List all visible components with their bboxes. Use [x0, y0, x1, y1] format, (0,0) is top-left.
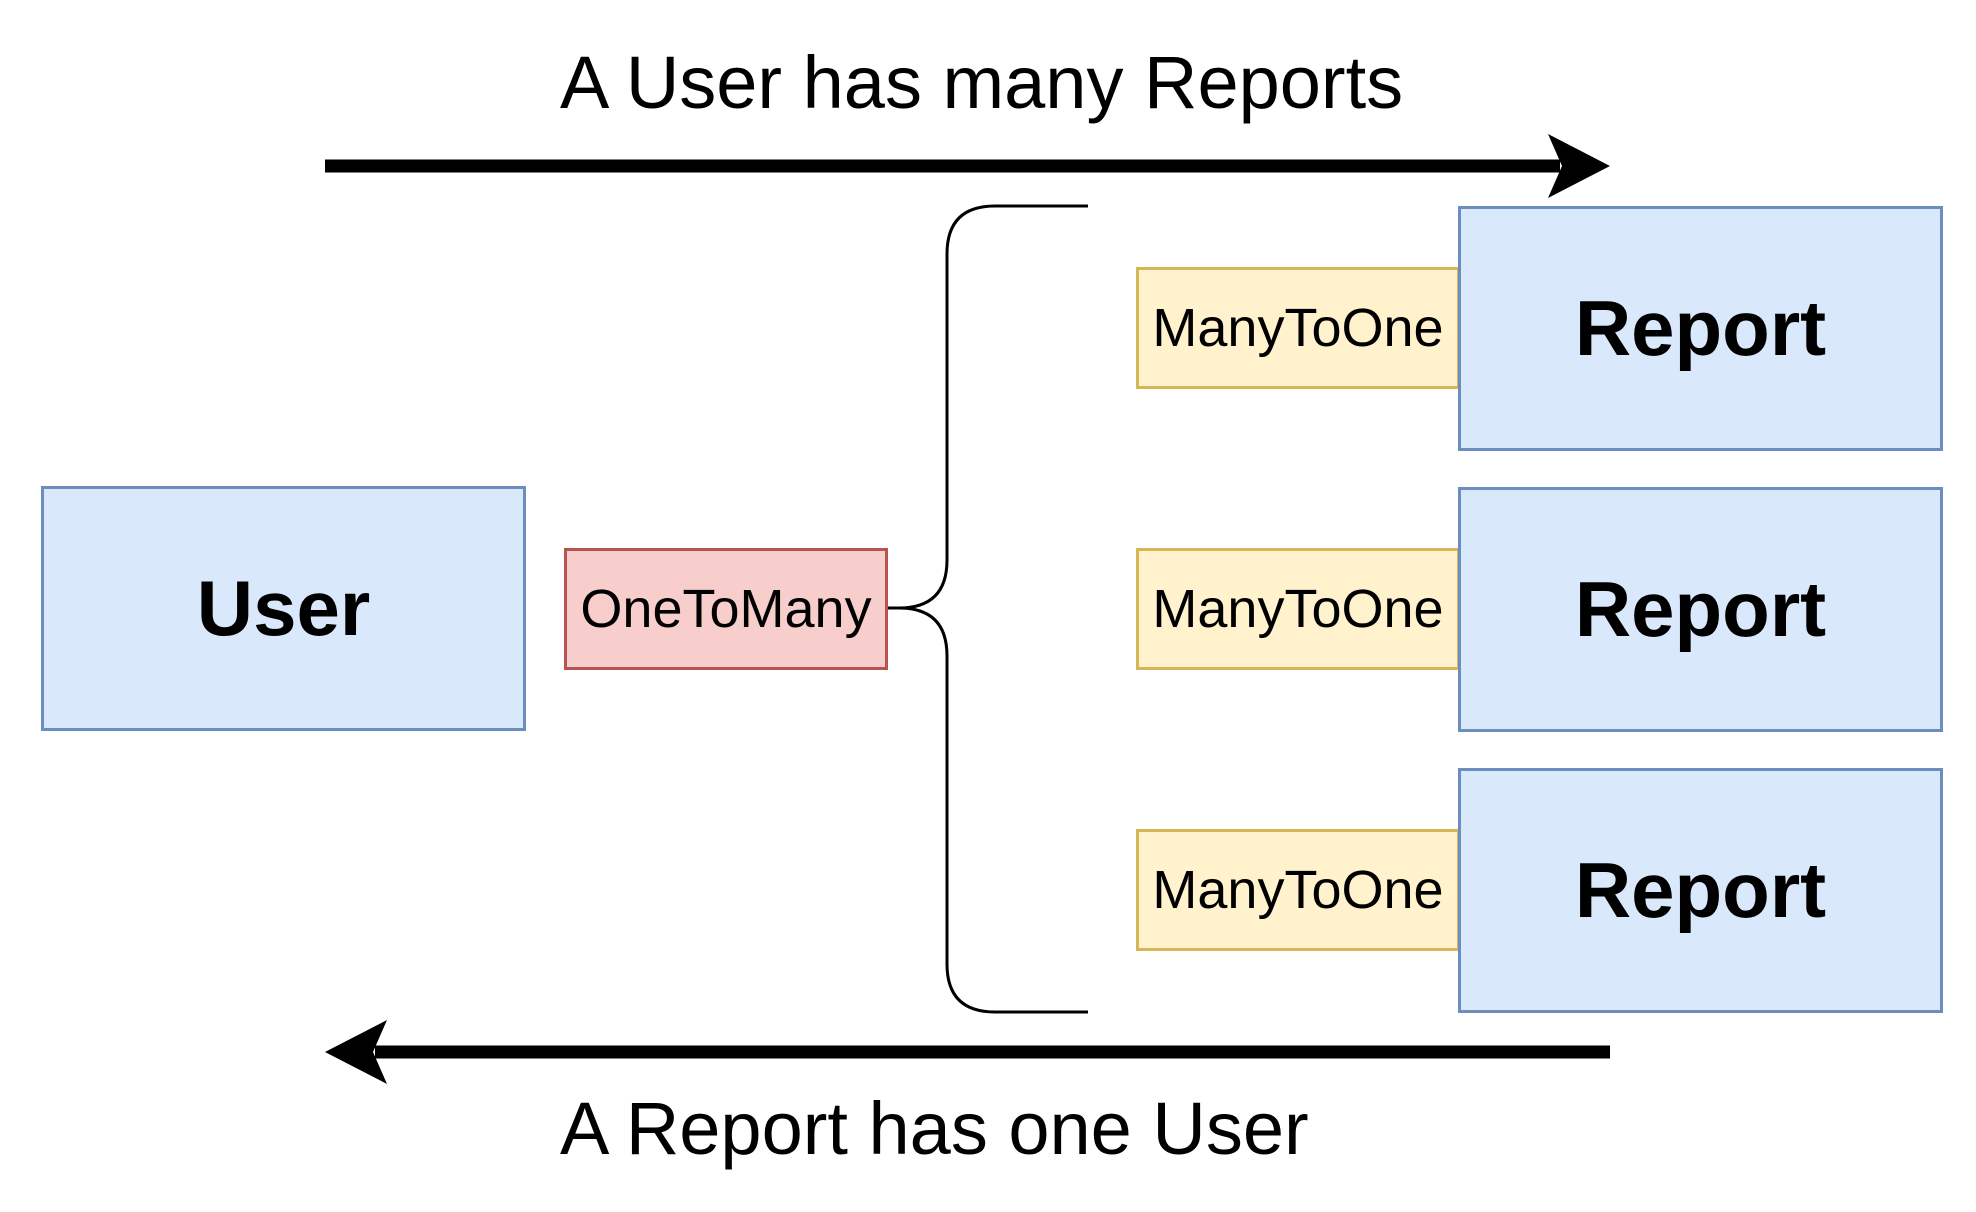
one-to-many-label: OneToMany [580, 579, 872, 639]
many-to-one-label: ManyToOne [1152, 579, 1444, 639]
one-to-many-tag: OneToMany [564, 548, 888, 670]
report-entity: Report [1458, 768, 1943, 1013]
curly-brace [898, 204, 1088, 1014]
user-entity: User [41, 486, 526, 731]
report-entity-label: Report [1574, 565, 1827, 653]
report-entity-label: Report [1574, 284, 1827, 372]
many-to-one-label: ManyToOne [1152, 860, 1444, 920]
many-to-one-tag: ManyToOne [1136, 548, 1460, 670]
report-entity-label: Report [1574, 846, 1827, 934]
many-to-one-label: ManyToOne [1152, 298, 1444, 358]
report-entity: Report [1458, 206, 1943, 451]
arrow-left-bottom [325, 1020, 1610, 1084]
many-to-one-tag: ManyToOne [1136, 267, 1460, 389]
report-entity: Report [1458, 487, 1943, 732]
caption-bottom: A Report has one User [560, 1087, 1309, 1170]
arrow-right-top [325, 134, 1610, 198]
user-entity-label: User [196, 564, 371, 652]
many-to-one-tag: ManyToOne [1136, 829, 1460, 951]
caption-top: A User has many Reports [560, 41, 1404, 124]
